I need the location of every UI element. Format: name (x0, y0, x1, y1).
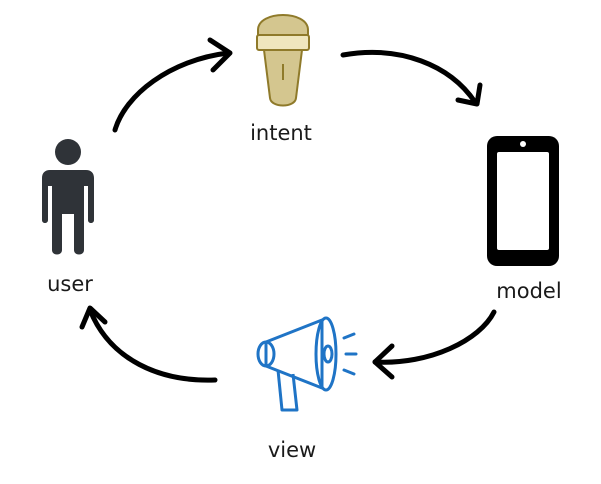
arrow-user-to-intent (112, 37, 233, 133)
microphone-icon (256, 14, 310, 107)
smartphone-icon (487, 136, 559, 266)
megaphone-icon (256, 316, 358, 412)
arrow-intent-to-model (340, 49, 483, 107)
arrow-view-to-user (79, 305, 218, 383)
model-label: model (496, 279, 561, 303)
user-label: user (47, 272, 93, 296)
intent-label: intent (250, 121, 312, 145)
person-icon (42, 139, 94, 255)
arrow-model-to-view (372, 309, 497, 380)
view-label: view (268, 438, 316, 462)
